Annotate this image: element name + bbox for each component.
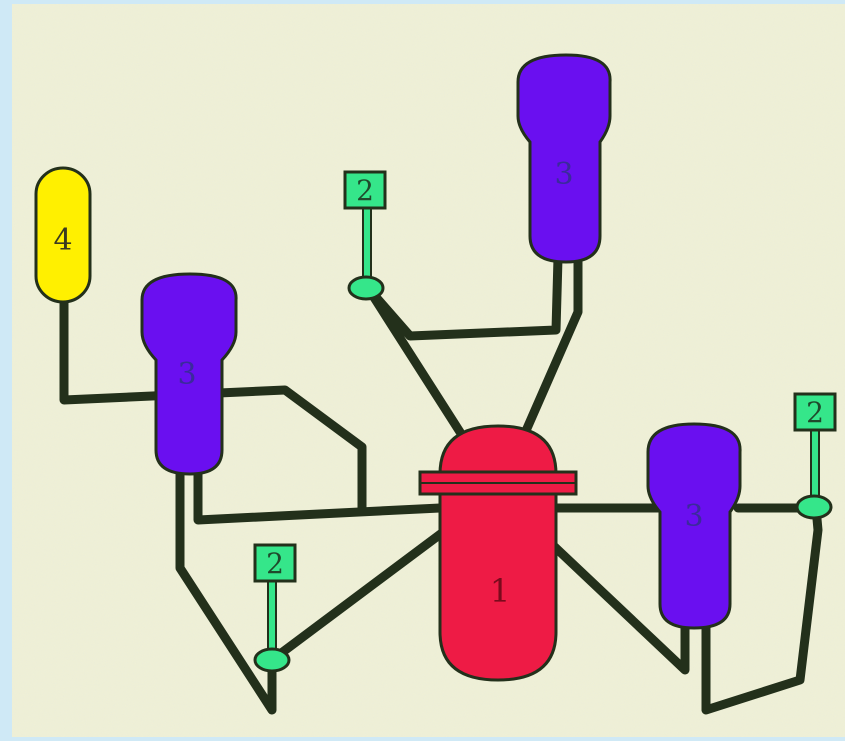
reactor-vessel-head — [438, 424, 558, 476]
left-crossover-leg — [175, 465, 277, 715]
pressurizer-vessel — [34, 166, 92, 304]
right-cold-leg — [517, 511, 690, 675]
steam-generator-top-label: 3 — [554, 157, 573, 192]
pump-left-casing — [253, 647, 291, 673]
pressurizer-surge-line — [59, 295, 367, 513]
left-cold-leg — [267, 507, 475, 665]
pump-right-label: 2 — [806, 396, 824, 429]
reactor-vessel-label: 1 — [490, 572, 510, 610]
pump-top-label: 2 — [356, 174, 374, 207]
left-hot-leg — [193, 465, 445, 525]
reactor-vessel: 1 — [418, 424, 578, 682]
steam-generator-right-vessel — [646, 422, 742, 630]
pressurizer-label: 4 — [53, 223, 72, 258]
steam-generator-left-label: 3 — [177, 357, 196, 392]
steam-generator-right: 3 — [646, 422, 742, 630]
steam-generator-right-label: 3 — [684, 499, 703, 534]
pump-right-motor — [793, 392, 837, 432]
steam-generator-top-vessel — [516, 53, 612, 264]
pump-top-shaft — [362, 207, 372, 281]
top-hot-leg — [520, 253, 583, 438]
pump-left-label: 2 — [266, 547, 284, 580]
pump-left: 2 — [253, 543, 297, 673]
pressurizer: 4 — [34, 166, 92, 304]
steam-generator-left: 3 — [140, 272, 238, 476]
pump-top-motor — [343, 170, 387, 210]
pump-right-shaft — [810, 429, 820, 499]
pump-top: 2 — [343, 170, 387, 301]
steam-generator-left-vessel — [140, 272, 238, 476]
top-crossover-and-cold-leg — [363, 253, 563, 437]
pump-top-casing — [347, 275, 385, 301]
pump-left-motor — [253, 543, 297, 583]
reactor-vessel-body — [438, 492, 558, 682]
pump-right: 2 — [793, 392, 837, 520]
paper-texture — [12, 4, 845, 737]
pump-right-casing — [795, 494, 833, 520]
steam-generator-top: 3 — [516, 53, 612, 264]
pump-left-shaft — [267, 579, 277, 653]
